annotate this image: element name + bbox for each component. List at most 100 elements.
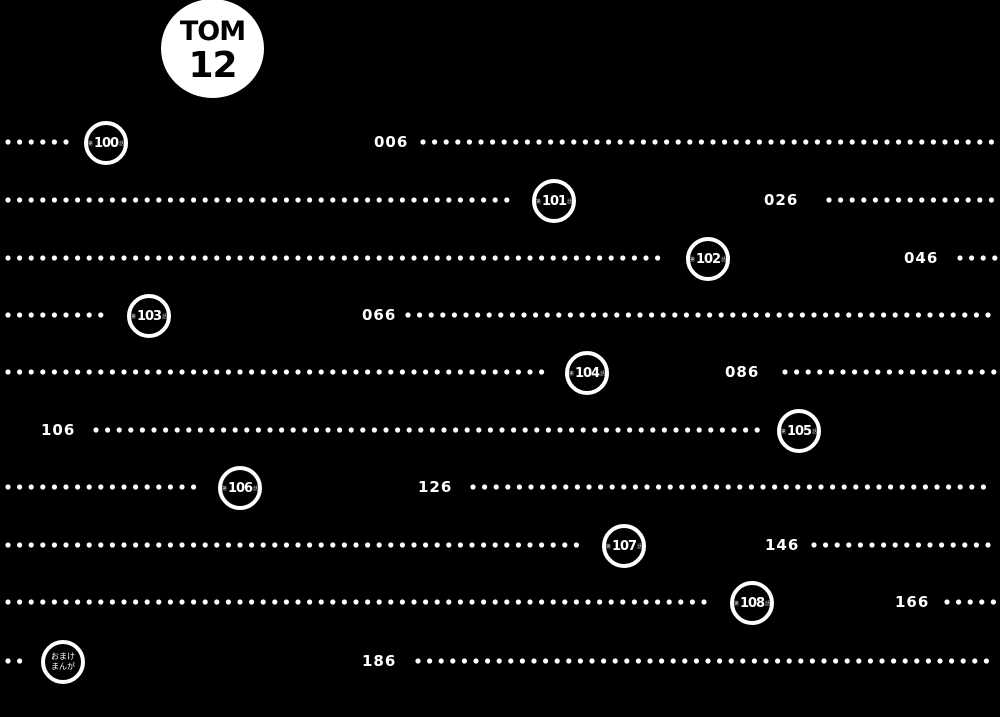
leader-dot [353, 599, 359, 605]
leader-dot [775, 658, 781, 664]
extra-label-line1: おまけ [51, 652, 75, 661]
leader-dot [942, 139, 948, 145]
leader-dot [522, 427, 528, 433]
toc-row-chapter-100[interactable]: 第 100 話 006 [0, 120, 1000, 165]
leader-dot [17, 542, 23, 548]
toc-row-chapter-102[interactable]: 第 102 話 046 [0, 236, 1000, 281]
leader-dot [701, 599, 707, 605]
toc-row-chapter-108[interactable]: 第 108 話 166 [0, 580, 1000, 625]
leader-dot [617, 139, 623, 145]
toc-row-chapter-103[interactable]: 第 103 話 066 [0, 293, 1000, 338]
leader-dot [98, 369, 104, 375]
leader-dot [63, 312, 69, 318]
toc-row-chapter-106[interactable]: 第 106 話 126 [0, 465, 1000, 510]
leader-dot [75, 484, 81, 490]
toc-row-chapter-104[interactable]: 第 104 話 086 [0, 350, 1000, 395]
leader-dot [869, 312, 875, 318]
leader-dot [156, 484, 162, 490]
leader-dot [63, 599, 69, 605]
leader-dot [902, 658, 908, 664]
leader-dot [75, 312, 81, 318]
leader-dot [121, 599, 127, 605]
leader-dot [325, 427, 331, 433]
leader-dot [167, 542, 173, 548]
leader-dot [423, 197, 429, 203]
leader-dot [451, 312, 457, 318]
leader-dot [51, 599, 58, 605]
toc-row-extra-manga[interactable]: おまけ まんが 186 [0, 639, 1000, 684]
leader-dot [521, 312, 527, 318]
leader-dot [5, 484, 11, 490]
leader-dot [515, 369, 522, 375]
leader-dot [853, 484, 859, 490]
leader-dot [650, 427, 656, 433]
leader-dot [834, 312, 840, 318]
leader-dot [86, 255, 92, 261]
leader-dot [406, 427, 412, 433]
leader-dot [464, 427, 470, 433]
volume-label: TOM [179, 15, 246, 47]
leader-dot [896, 197, 902, 203]
leader-dot [968, 369, 974, 375]
leader-dot [428, 312, 434, 318]
page-number: 166 [895, 593, 930, 611]
leader-dot [946, 484, 952, 490]
leader-dot [508, 658, 514, 664]
leader-dot [109, 542, 115, 548]
leader-dot [725, 484, 731, 490]
leader-dot [696, 427, 702, 433]
leader-dot [557, 427, 563, 433]
leader-dot [539, 599, 545, 605]
leader-dot [341, 599, 347, 605]
leader-dots [5, 255, 661, 261]
leader-dot [798, 658, 804, 664]
leader-dot [591, 312, 597, 318]
leader-dot [612, 658, 618, 664]
leader-dot [856, 658, 862, 664]
leader-dot [348, 427, 354, 433]
leader-dot [63, 197, 69, 203]
toc-row-chapter-101[interactable]: 第 101 話 026 [0, 178, 1000, 223]
chapter-number: 104 [574, 365, 600, 381]
leader-dot [86, 312, 92, 318]
leader-dot [144, 599, 150, 605]
leader-dot [550, 599, 556, 605]
leader-dot [927, 542, 933, 548]
leader-dot [214, 599, 220, 605]
leader-dot [63, 484, 69, 490]
leader-dot [545, 427, 552, 433]
leader-dots [957, 255, 998, 261]
leader-dot [295, 542, 301, 548]
leader-dot [643, 255, 649, 261]
leader-dot [969, 484, 975, 490]
toc-row-chapter-107[interactable]: 第 107 話 146 [0, 523, 1000, 568]
leader-dots [470, 484, 987, 490]
leader-dot [818, 484, 824, 490]
leader-dot [330, 599, 336, 605]
leader-dot [5, 197, 11, 203]
leader-dot [763, 658, 769, 664]
leader-dot [857, 542, 864, 548]
leader-dot [51, 197, 58, 203]
toc-row-chapter-105[interactable]: 第 105 話 106 [0, 408, 1000, 453]
leader-dot [930, 197, 937, 203]
leader-dot [457, 599, 463, 605]
leader-dot [446, 369, 452, 375]
leader-dot [423, 599, 429, 605]
leader-dot [453, 427, 459, 433]
leader-dot [5, 139, 11, 145]
leader-dot [365, 369, 371, 375]
leader-dot [655, 255, 661, 261]
leader-dot [446, 599, 452, 605]
leader-dot [685, 427, 691, 433]
leader-dot [98, 599, 104, 605]
leader-dot [221, 427, 227, 433]
leader-dot [861, 139, 867, 145]
leader-dot [376, 599, 382, 605]
leader-dot [109, 484, 115, 490]
leader-dots [5, 599, 707, 605]
leader-dot [776, 312, 782, 318]
leader-dot [75, 542, 81, 548]
leader-dot [395, 427, 401, 433]
leader-dot [307, 542, 313, 548]
